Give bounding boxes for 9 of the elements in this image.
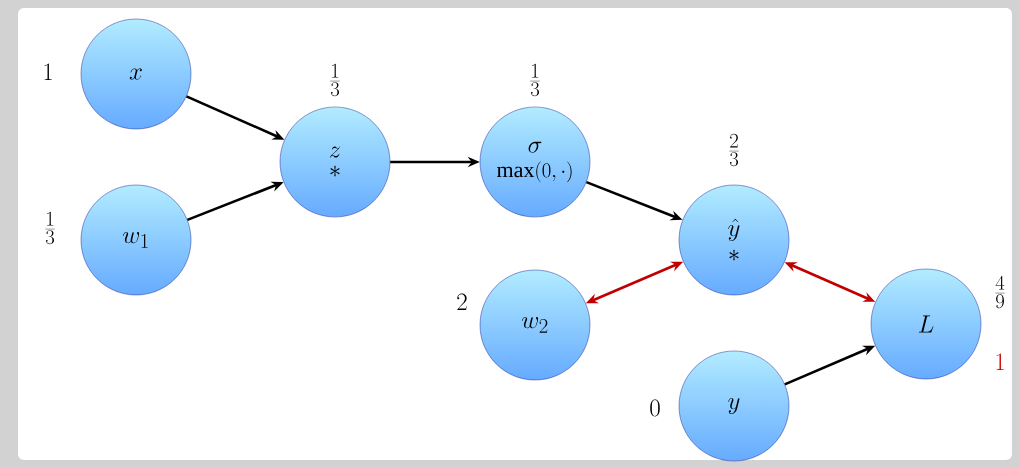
value-label: $1$ [44, 63, 52, 80]
value-label: $\frac{1}{3}$ [330, 63, 340, 97]
value-label: $\frac{4}{9}$ [995, 275, 1005, 309]
value-label: $1$ [996, 353, 1004, 370]
value-label: $\frac{2}{3}$ [729, 133, 739, 167]
value-label: $\frac{1}{3}$ [530, 63, 540, 97]
value-label: $2$ [457, 293, 467, 311]
value-label: $\frac{1}{3}$ [45, 211, 55, 245]
value-label: $0$ [650, 399, 660, 417]
